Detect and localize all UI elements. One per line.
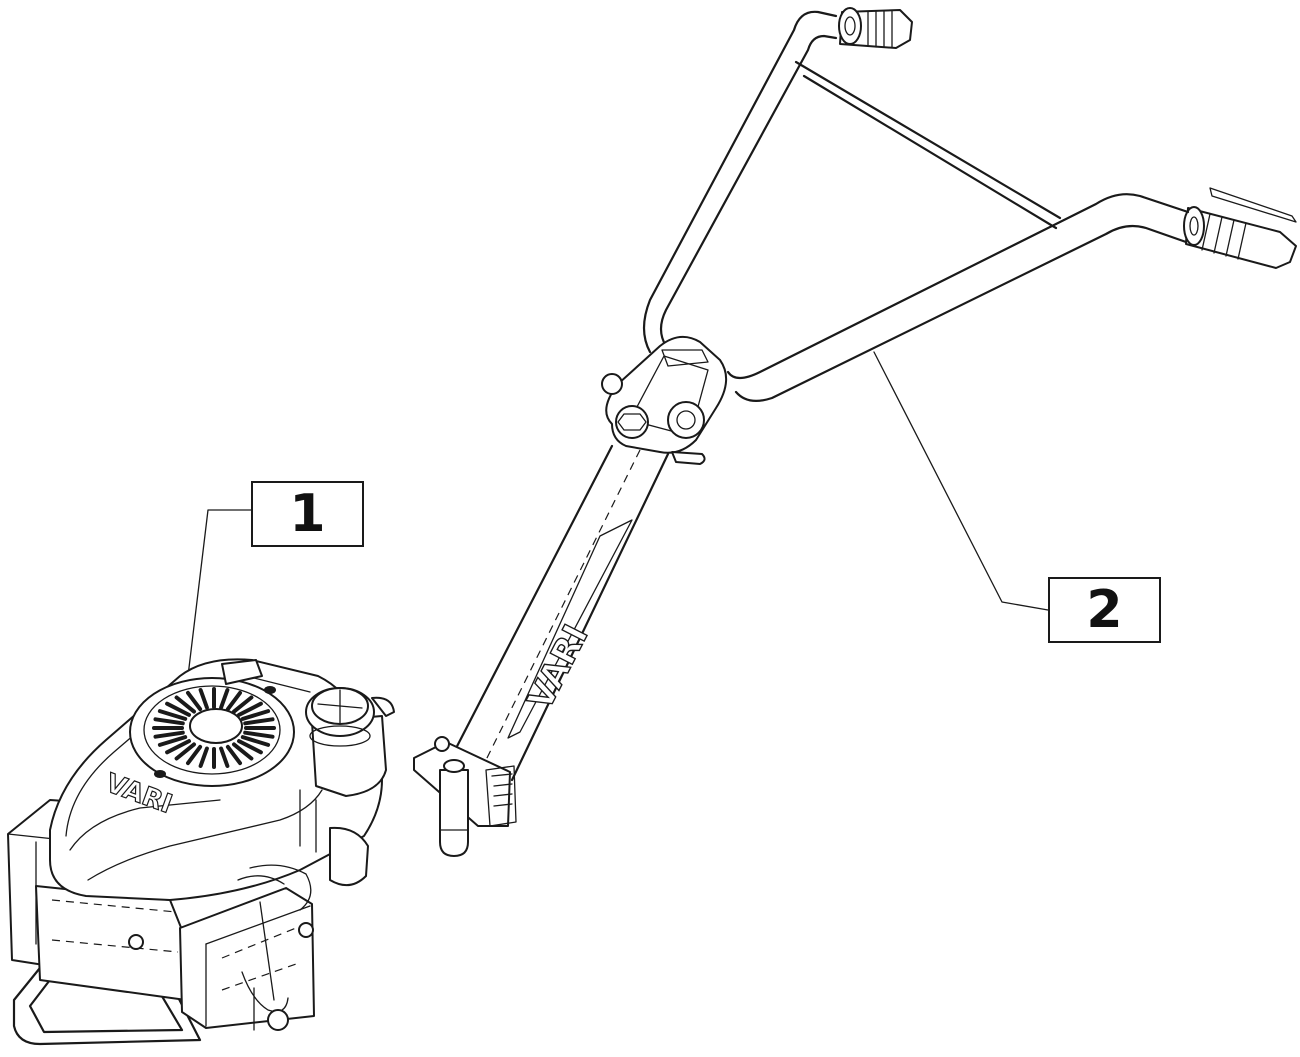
fan-slot [237,701,263,717]
left-grip [838,7,913,49]
fan-slot [232,742,254,761]
fan-slot [243,717,275,726]
pivot-clamp [601,335,727,465]
engine: VARI [7,509,395,1046]
leader-line-2 [873,351,1049,611]
leader-line-1 [187,509,252,677]
fan-slot [219,688,230,710]
fan-slot [186,744,203,766]
callout-2: 2 [1048,577,1161,643]
fan-slot [165,701,191,717]
fan-slot [219,746,230,768]
fan-slot [174,695,196,714]
fan-slot [225,744,242,766]
fan-slot [240,735,271,747]
fan-slot [198,746,209,768]
fan-slot [153,717,185,726]
fuel-cap [305,687,395,797]
fan-slot [225,690,242,712]
fan-slot [186,690,203,712]
fan-slot [157,709,188,721]
fan-slot [240,709,271,721]
fan-slot [157,735,188,747]
fan-slot [243,730,275,739]
fan-slot [165,739,191,755]
fan-slot [237,739,263,755]
fan-slot [232,695,254,714]
arm-base-mount [413,736,517,857]
callout-1: 1 [251,481,364,547]
fan-slot [174,742,196,761]
recoil-starter [129,659,295,787]
fan-slot [198,688,209,710]
fan-slot [153,730,185,739]
right-grip [1183,187,1297,269]
handlebar-arm: VARI [450,444,670,782]
handlebar-assembly: VARI [413,7,1297,857]
